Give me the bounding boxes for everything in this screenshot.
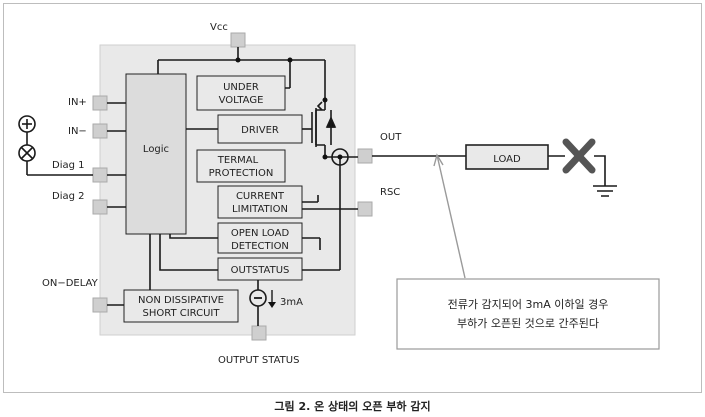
under-voltage-label-2: VOLTAGE <box>219 95 264 106</box>
load-label: LOAD <box>493 154 521 165</box>
pin-rsc <box>357 201 373 217</box>
label-diag2: Diag 2 <box>52 191 85 202</box>
label-in-plus: IN+ <box>68 97 87 108</box>
label-out: OUT <box>380 132 402 143</box>
callout-line-1: 전류가 감지되어 3mA 이하일 경우 <box>448 297 609 311</box>
label-on-delay: ON−DELAY <box>42 278 99 289</box>
callout-box <box>396 278 660 350</box>
non-dissipative-block <box>123 289 239 323</box>
callout-arrow <box>433 153 466 279</box>
thermal-label-2: PROTECTION <box>209 168 274 179</box>
pin-on-delay <box>92 297 108 313</box>
input-indicator-icons <box>18 115 93 176</box>
current-source-icon <box>249 289 276 308</box>
non-dissipative-label-1: NON DISSIPATIVE <box>138 295 224 306</box>
mosfet-symbol <box>311 101 337 147</box>
logic-label: Logic <box>143 144 169 155</box>
open-load-cross-icon <box>562 138 596 174</box>
open-load-label-1: OPEN LOAD <box>231 228 290 239</box>
driver-label: DRIVER <box>241 125 279 136</box>
pin-in-plus <box>92 95 108 111</box>
current-limit-block <box>217 185 303 219</box>
under-voltage-block <box>196 75 286 111</box>
load-block <box>465 144 549 170</box>
label-rsc: RSC <box>380 187 400 198</box>
current-limit-label-1: CURRENT <box>236 191 285 202</box>
outstatus-label: OUTSTATUS <box>231 265 290 276</box>
driver-block <box>217 114 303 144</box>
open-load-label-2: DETECTION <box>231 241 289 252</box>
thermal-block <box>196 149 286 183</box>
external-wiring <box>372 155 617 197</box>
logic-block <box>125 73 187 235</box>
label-in-minus: IN− <box>68 126 87 137</box>
label-output-status: OUTPUT STATUS <box>218 355 299 366</box>
callout-line-2: 부하가 오픈된 것으로 간주된다 <box>457 316 599 330</box>
thermal-label-1: TERMAL <box>217 155 259 166</box>
current-source-label: 3mA <box>280 297 303 308</box>
label-vcc: Vcc <box>210 22 228 33</box>
non-dissipative-label-2: SHORT CIRCUIT <box>143 308 221 319</box>
figure-caption: 그림 2. 온 상태의 오픈 부하 감지 <box>274 400 431 413</box>
pin-vcc <box>230 32 246 48</box>
outstatus-block <box>217 257 303 281</box>
pin-output-status <box>251 325 267 341</box>
label-diag1: Diag 1 <box>52 160 85 171</box>
current-sense-icon <box>331 148 349 166</box>
current-limit-label-2: LIMITATION <box>232 204 288 215</box>
under-voltage-label-1: UNDER <box>223 82 259 93</box>
pin-out <box>357 148 373 164</box>
pin-diag2 <box>92 199 108 215</box>
pin-diag1 <box>92 167 108 183</box>
pin-in-minus <box>92 123 108 139</box>
